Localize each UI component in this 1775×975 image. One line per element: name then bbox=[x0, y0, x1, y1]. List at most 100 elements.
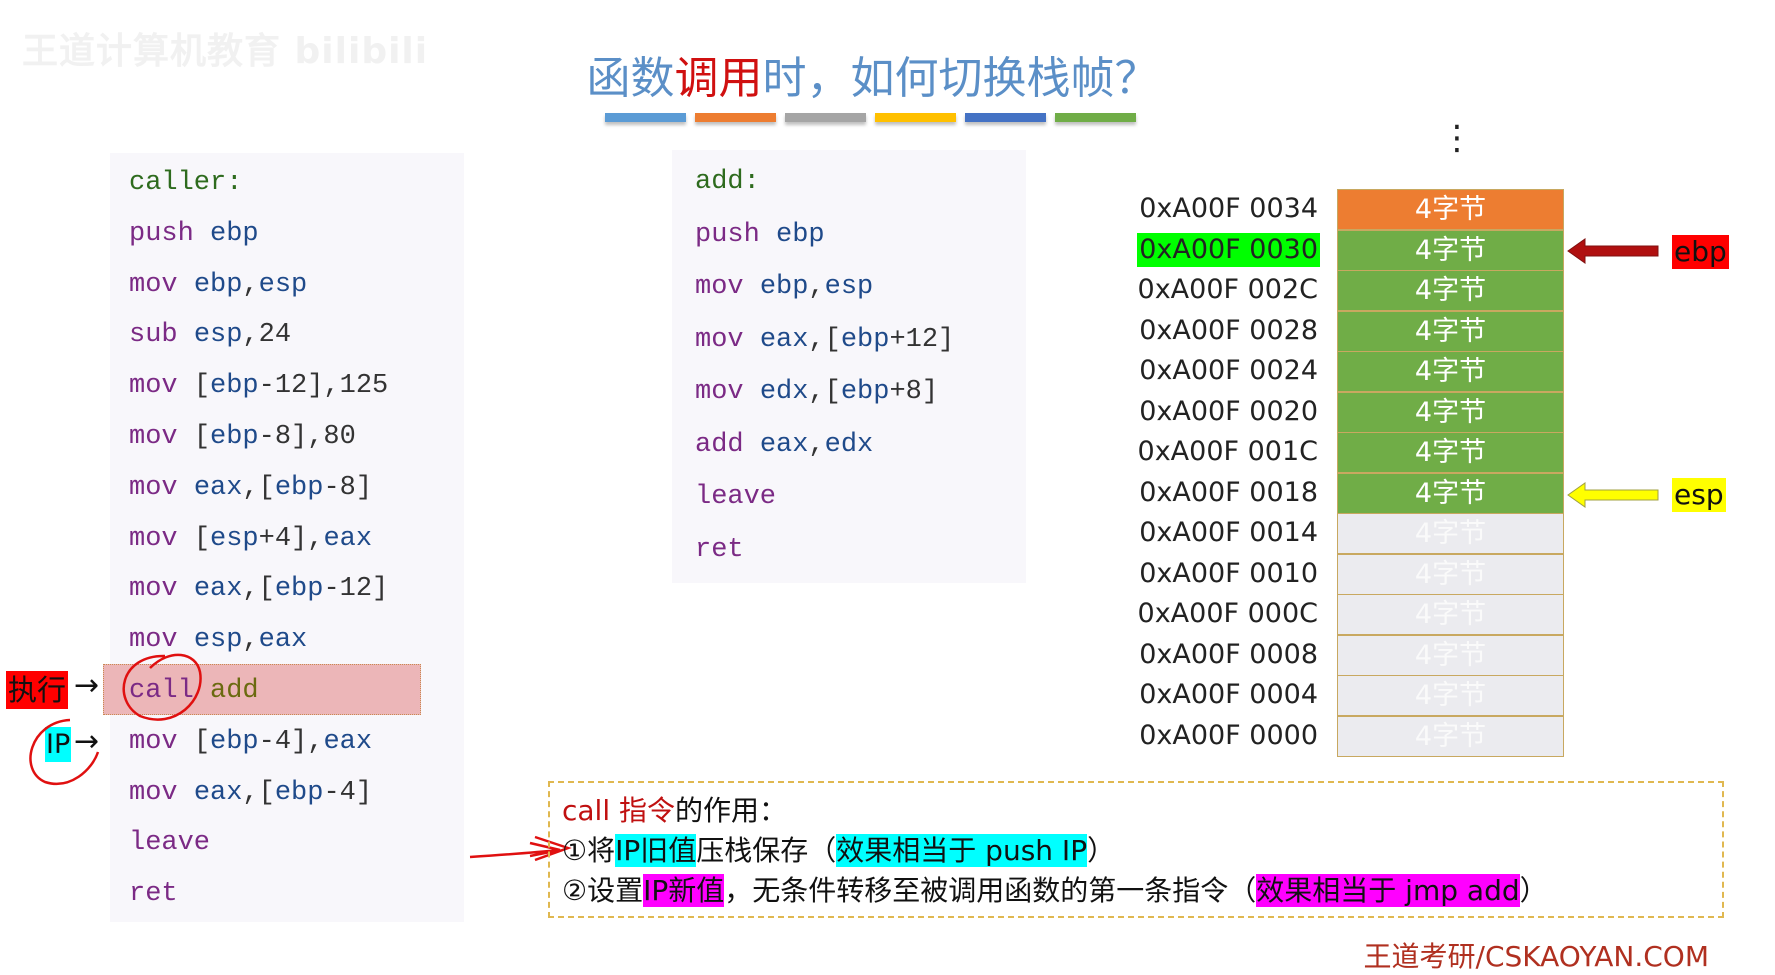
slide-title: 函数调用时，如何切换栈帧？ bbox=[0, 42, 1745, 106]
note-l1-a: ①将 bbox=[562, 834, 616, 867]
code-token: [ bbox=[193, 523, 211, 554]
code-token: mov bbox=[129, 726, 194, 757]
esp-arrow-icon bbox=[1567, 482, 1659, 508]
code-token: ,[ bbox=[808, 324, 841, 355]
stack-cell: 4字节 bbox=[1337, 634, 1564, 676]
code-token: ebp bbox=[274, 574, 324, 605]
code-line: mov [esp+4],eax bbox=[129, 523, 372, 555]
caller-code-panel bbox=[110, 153, 464, 922]
code-token: -12],125 bbox=[258, 371, 389, 402]
note-heading-rest: 的作用： bbox=[675, 794, 788, 827]
code-line: leave bbox=[695, 481, 776, 513]
code-token: [ bbox=[193, 371, 211, 402]
code-line: add: bbox=[695, 166, 760, 198]
esp-label: esp bbox=[1672, 478, 1726, 512]
code-token: ebp bbox=[840, 377, 890, 407]
code-token: mov bbox=[129, 523, 194, 554]
ip-circle-annotation bbox=[29, 718, 100, 785]
code-token: call bbox=[129, 676, 211, 706]
stack-cell: 4字节 bbox=[1337, 270, 1564, 311]
stack-cell: 4字节 bbox=[1337, 472, 1564, 514]
code-token: mov bbox=[129, 625, 194, 656]
code-token: esp bbox=[258, 269, 308, 300]
code-line: push ebp bbox=[695, 219, 825, 251]
stack-address: 0xA00F 0000 bbox=[1139, 719, 1318, 751]
code-token: edx bbox=[759, 377, 809, 407]
color-bar bbox=[875, 113, 956, 122]
code-line: mov ebp,esp bbox=[129, 269, 307, 301]
code-token: ebp bbox=[759, 272, 809, 302]
stack-cell: 4字节 bbox=[1337, 675, 1564, 716]
stack-address: 0xA00F 0024 bbox=[1139, 355, 1318, 386]
code-line: mov eax,[ebp-12] bbox=[129, 573, 388, 605]
code-line: sub esp,24 bbox=[129, 319, 291, 351]
exec-arrow-icon: → bbox=[74, 668, 100, 703]
code-token: push bbox=[129, 218, 211, 249]
code-token: ebp bbox=[776, 219, 825, 250]
code-line: mov edx,[ebp+8] bbox=[695, 376, 938, 408]
add-code-panel bbox=[672, 150, 1026, 583]
code-token: eax bbox=[759, 324, 809, 355]
code-token: [ bbox=[193, 422, 211, 452]
stack-address: 0xA00F 001C bbox=[1137, 436, 1318, 467]
code-token: -8],80 bbox=[258, 422, 356, 452]
code-line: mov [ebp-12],125 bbox=[129, 370, 388, 402]
code-token: ebp bbox=[210, 218, 259, 249]
code-token: mov bbox=[129, 777, 194, 808]
code-token: add bbox=[210, 676, 259, 706]
ip-label: IP bbox=[45, 727, 72, 762]
code-line: mov [ebp-8],80 bbox=[129, 421, 356, 453]
code-token: ,[ bbox=[242, 777, 275, 808]
code-token: , bbox=[808, 272, 825, 302]
stack-cell: 4字节 bbox=[1337, 351, 1564, 392]
code-token: mov bbox=[129, 422, 194, 452]
code-token: esp bbox=[193, 625, 243, 656]
code-token: esp bbox=[210, 523, 259, 554]
stack-cell: 4字节 bbox=[1337, 594, 1564, 635]
stack-cell: 4字节 bbox=[1337, 513, 1564, 554]
code-token: ebp bbox=[210, 422, 259, 452]
color-bar bbox=[695, 113, 776, 122]
exec-label: 执行 bbox=[6, 671, 69, 709]
code-token: ,[ bbox=[242, 574, 275, 605]
code-token: ebp bbox=[840, 324, 890, 355]
stack-address: 0xA00F 0018 bbox=[1139, 476, 1318, 508]
code-token: ebp bbox=[193, 269, 243, 300]
stack-cell: 4字节 bbox=[1337, 715, 1564, 757]
code-token: ebp bbox=[274, 777, 324, 808]
note-l2-b: IP新值 bbox=[643, 874, 725, 907]
code-token: , bbox=[808, 429, 825, 460]
code-token: -4], bbox=[258, 726, 324, 757]
code-token: , bbox=[242, 269, 259, 300]
code-token: , bbox=[242, 625, 259, 656]
color-bar bbox=[785, 113, 866, 122]
ebp-arrow-icon bbox=[1567, 238, 1659, 264]
code-token: ebp bbox=[274, 472, 324, 503]
code-token: eax bbox=[759, 429, 809, 460]
note-heading: call 指令的作用： bbox=[562, 793, 787, 829]
code-token: +12] bbox=[889, 324, 955, 355]
note-l1-e: ） bbox=[1087, 834, 1116, 867]
stack-address: 0xA00F 0004 bbox=[1139, 679, 1318, 710]
code-token: ,[ bbox=[808, 377, 841, 407]
code-token: eax bbox=[193, 472, 243, 503]
code-token: [ bbox=[193, 726, 211, 757]
code-token: eax bbox=[323, 726, 373, 757]
code-line: push ebp bbox=[129, 218, 259, 250]
note-pointer-arrow-icon bbox=[469, 835, 572, 862]
code-token: esp bbox=[193, 320, 243, 351]
ebp-label: ebp bbox=[1672, 235, 1729, 269]
stack-address: 0xA00F 0034 bbox=[1139, 193, 1318, 224]
code-token: eax bbox=[193, 574, 243, 605]
stack-cell: 4字节 bbox=[1337, 432, 1564, 473]
code-token: eax bbox=[323, 523, 373, 554]
ip-arrow-icon: → bbox=[74, 724, 100, 759]
code-line: mov eax,[ebp-8] bbox=[129, 472, 372, 504]
code-line: mov ebp,esp bbox=[695, 271, 873, 303]
code-token: sub bbox=[129, 320, 194, 351]
stack-address: 0xA00F 000C bbox=[1137, 598, 1318, 629]
code-token: ebp bbox=[210, 371, 259, 402]
call-instruction-note: call 指令的作用： ①将IP旧值压栈保存（效果相当于 push IP） ②设… bbox=[548, 781, 1724, 918]
code-line: mov esp,eax bbox=[129, 624, 307, 656]
code-token: add: bbox=[695, 167, 760, 197]
